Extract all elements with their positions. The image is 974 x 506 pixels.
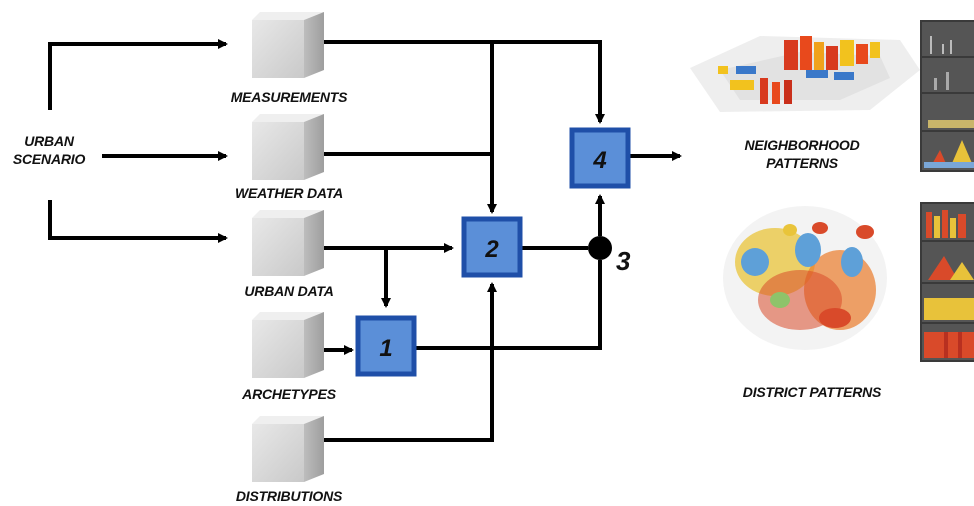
district-charts-panel xyxy=(920,202,974,362)
measurements-label: MEASUREMENTS xyxy=(230,89,348,105)
scenario-arrows xyxy=(48,39,228,243)
neighborhood-patterns-line2: PATTERNS xyxy=(766,155,838,171)
step-box-1: 1 xyxy=(355,315,417,377)
district-patterns-label: DISTRICT PATTERNS xyxy=(742,384,882,400)
cube-distributions-icon xyxy=(252,416,324,482)
urban-scenario-line2: SCENARIO xyxy=(12,151,86,167)
step-3-label: 3 xyxy=(616,246,631,276)
urban-scenario-label: URBAN SCENARIO xyxy=(6,132,92,168)
urban-scenario-line1: URBAN xyxy=(24,133,74,149)
cube-urban-data-icon xyxy=(252,210,324,276)
urban-data-label: URBAN DATA xyxy=(244,283,334,299)
step-box-4: 4 xyxy=(569,127,631,189)
step-4-label: 4 xyxy=(592,147,606,174)
step-2-label: 2 xyxy=(484,236,499,263)
neighborhood-patterns-line1: NEIGHBORHOOD xyxy=(744,137,860,153)
cube-weather-icon xyxy=(252,114,324,180)
weather-data-label: WEATHER DATA xyxy=(234,185,344,201)
archetypes-label: ARCHETYPES xyxy=(242,386,336,402)
cube-measurements-icon xyxy=(252,12,324,78)
flow-lines xyxy=(324,40,682,442)
step-box-2: 2 xyxy=(461,216,523,278)
step-1-label: 1 xyxy=(379,335,392,362)
distributions-label: DISTRIBUTIONS xyxy=(235,488,343,504)
district-pattern-image xyxy=(723,206,887,350)
neighborhood-pattern-image xyxy=(690,36,920,112)
neighborhood-patterns-label: NEIGHBORHOOD PATTERNS xyxy=(732,136,872,172)
cube-archetypes-icon xyxy=(252,312,324,378)
neighborhood-charts-panel xyxy=(920,20,974,172)
junction-node-3 xyxy=(588,236,612,260)
